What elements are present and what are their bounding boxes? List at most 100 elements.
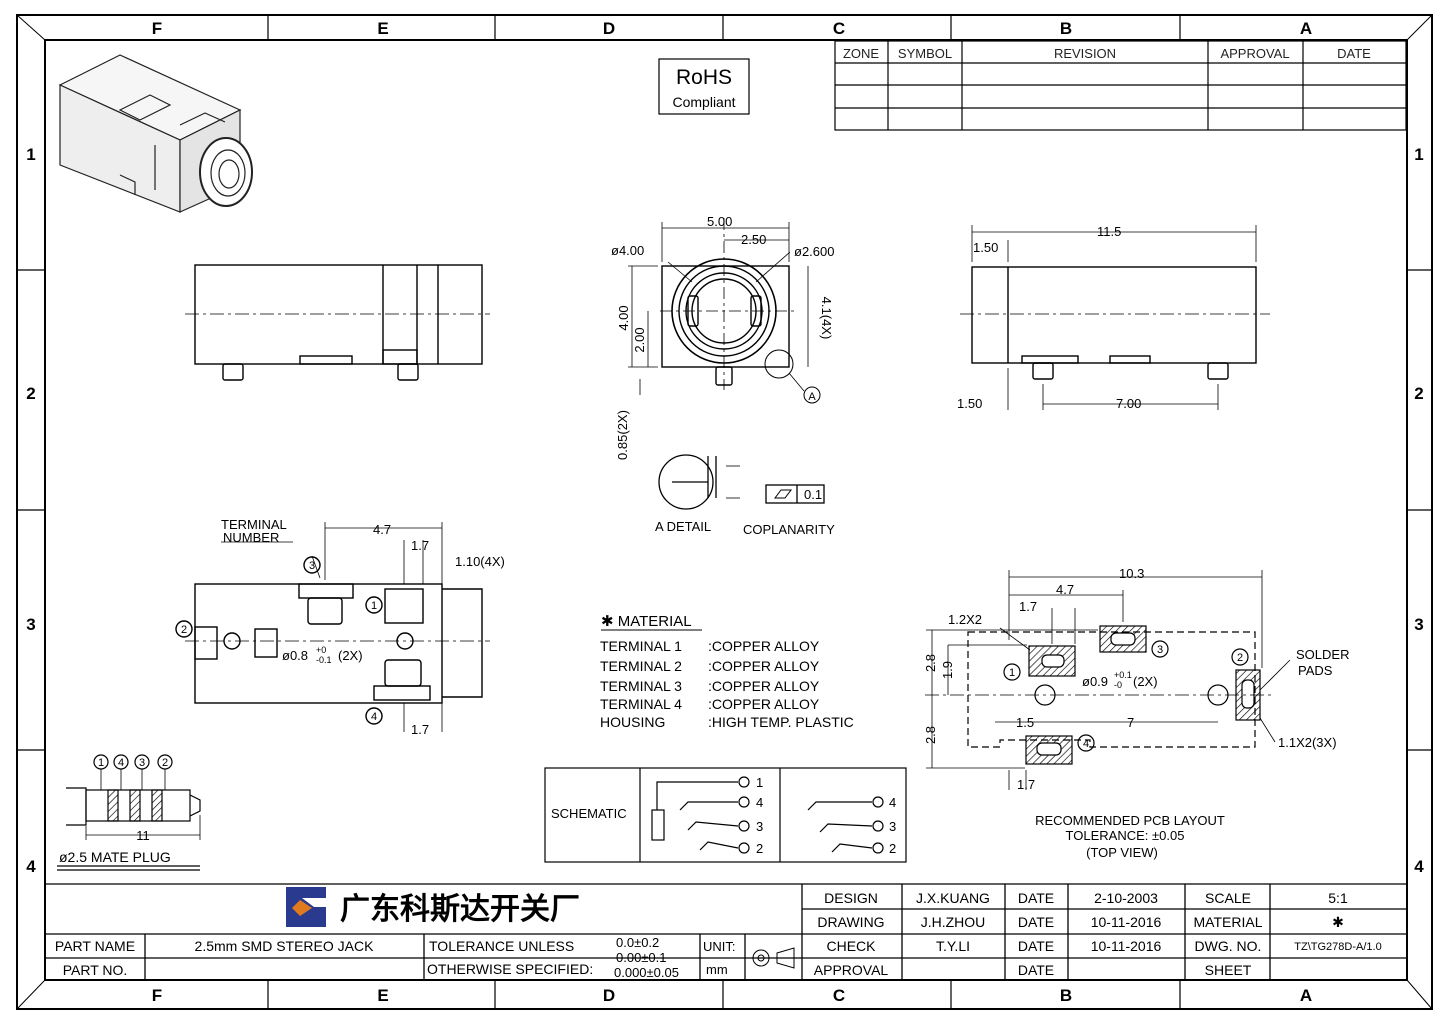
check-value: T.Y.LI [936, 938, 970, 954]
side-left-offset-2-dim: 1.50 [957, 396, 982, 411]
date-label-2: DATE [1018, 914, 1054, 930]
front-hole-dia-dim: ø4.00 [611, 243, 644, 258]
material-row-1-value: :COPPER ALLOY [708, 638, 820, 654]
rev-header-symbol: SYMBOL [898, 46, 952, 61]
pcb-hole-tol-up: +0.1 [1114, 670, 1132, 680]
check-date: 10-11-2016 [1091, 938, 1162, 954]
plug-number-1: 1 [98, 757, 104, 769]
material-row-5-value: :HIGH TEMP. PLASTIC [708, 714, 854, 730]
material-row-4-value: :COPPER ALLOY [708, 696, 820, 712]
material-title: ✱ MATERIAL [601, 613, 692, 630]
right-side-view: 11.5 1.50 1.50 7.00 [957, 224, 1270, 411]
pcb-v-dim-3: 2.8 [923, 726, 938, 744]
col-label-f: F [152, 19, 162, 38]
bottom-hole-dia: ø0.8 [282, 648, 308, 663]
projection-symbol-icon [749, 947, 795, 969]
bottom-dim-b: 1.7 [411, 538, 429, 553]
pcb-caption-3: (TOP VIEW) [1086, 845, 1158, 860]
rev-header-revision: REVISION [1054, 46, 1116, 61]
pcb-pad-size: 1.2X2 [948, 612, 982, 627]
row-label-2: 2 [26, 384, 35, 403]
pcb-layout: 10.3 4.7 1.7 1.2X2 2.8 1.9 2.8 1.5 7 1.7… [923, 566, 1349, 860]
isometric-jack-illustration [58, 54, 253, 213]
schematic-left-pin-3: 3 [756, 819, 763, 834]
dwg-no-label: DWG. NO. [1195, 938, 1262, 954]
part-name-label: PART NAME [55, 938, 135, 954]
design-value: J.X.KUANG [916, 890, 990, 906]
drawing-date: 10-11-2016 [1091, 914, 1162, 930]
bottom-hole-qty: (2X) [338, 648, 363, 663]
front-offset-dim: 2.50 [741, 232, 766, 247]
row-label-4: 4 [26, 857, 36, 876]
front-center-dim: 2.00 [632, 327, 647, 352]
side-left-offset-dim: 1.50 [973, 240, 998, 255]
company-logo [286, 887, 326, 927]
terminal-number-2: 2 [181, 624, 187, 636]
title-block: 广东科斯达开关厂 DESIGN J.X.KUANG DATE 2-10-2003… [45, 883, 1407, 980]
bottom-dim-c: 1.10(4X) [455, 554, 505, 569]
design-label: DESIGN [824, 890, 878, 906]
material-value: ✱ [1332, 914, 1344, 930]
pcb-terminal-2: 2 [1237, 652, 1243, 664]
schematic-right-pin-2: 2 [889, 841, 896, 856]
plug-number-3: 3 [139, 757, 145, 769]
front-view: 5.00 2.50 ø4.00 ø2.600 4.00 2.00 4.1(4X)… [611, 214, 834, 460]
terminal-number-3: 3 [309, 560, 315, 572]
schematic: SCHEMATIC 1 4 3 2 4 3 2 [544, 767, 907, 863]
drawing-value: J.H.ZHOU [921, 914, 986, 930]
part-no-label: PART NO. [63, 962, 128, 978]
col-label-d-bottom: D [603, 986, 615, 1005]
terminal-number-4: 4 [371, 711, 377, 723]
col-label-e: E [377, 19, 388, 38]
unit-label: UNIT: [703, 939, 736, 954]
company-name: 广东科斯达开关厂 [340, 892, 580, 926]
material-label: MATERIAL [1194, 914, 1263, 930]
rohs-subtitle: Compliant [672, 94, 735, 110]
rohs-stamp: RoHS Compliant [658, 58, 750, 115]
schematic-left-pin-2: 2 [756, 841, 763, 856]
bottom-view: TERMINAL NUMBER 4.7 1.7 1.10(4X) 1.7 ø0.… [175, 517, 505, 737]
tolerance-value-3: 0.000±0.05 [614, 965, 679, 980]
side-length-dim: 11.5 [1097, 224, 1121, 239]
detail-a-marker: A [808, 391, 816, 403]
pcb-terminal-3: 3 [1157, 644, 1163, 656]
sheet-frame [16, 14, 1433, 1010]
col-label-c: C [833, 19, 845, 38]
pcb-hole-tol-dn: -0 [1114, 680, 1122, 690]
tolerance-value-1: 0.0±0.2 [616, 935, 659, 950]
col-label-d: D [603, 19, 615, 38]
dwg-no-value: TZ\TG278D-A/1.0 [1294, 941, 1381, 953]
col-label-e-bottom: E [377, 986, 388, 1005]
scale-value: 5:1 [1328, 890, 1348, 906]
detail-a: A DETAIL COPLANARITY 0.1 [655, 454, 835, 537]
rev-header-approval: APPROVAL [1220, 46, 1289, 61]
detail-a-label: A DETAIL [655, 519, 711, 534]
design-date: 2-10-2003 [1094, 890, 1158, 906]
col-label-c-bottom: C [833, 986, 845, 1005]
material-row-4-name: TERMINAL 4 [600, 696, 682, 712]
schematic-left-pin-1: 1 [756, 775, 763, 790]
material-row-3-name: TERMINAL 3 [600, 678, 682, 694]
mate-plug-label: ø2.5 MATE PLUG [59, 849, 171, 865]
schematic-right-pin-3: 3 [889, 819, 896, 834]
schematic-left-pin-4: 4 [756, 795, 763, 810]
tolerance-line-1: TOLERANCE UNLESS [429, 938, 574, 954]
front-height-dim: 4.00 [616, 305, 631, 330]
pcb-terminal-4: 4 [1083, 738, 1089, 750]
pcb-terminal-1: 1 [1009, 667, 1015, 679]
coplanarity-tol: 0.1 [804, 487, 822, 502]
coplanarity-label: COPLANARITY [743, 522, 835, 537]
sheet-label: SHEET [1205, 962, 1252, 978]
pcb-pad2-size: 1.1X2(3X) [1278, 735, 1337, 750]
pcb-total-width: 10.3 [1119, 566, 1144, 581]
plug-length-dim: 11 [136, 828, 150, 843]
front-side-dim: 4.1(4X) [819, 297, 834, 340]
solder-pads-line1: SOLDER [1296, 647, 1349, 662]
terminal-number-1: 1 [371, 600, 377, 612]
tolerance-value-2: 0.00±0.1 [616, 950, 667, 965]
terminal-label-line1: TERMINAL [221, 517, 287, 532]
front-ring-dia-dim: ø2.600 [794, 244, 834, 259]
unit-value: mm [706, 962, 728, 977]
row-label-2-right: 2 [1414, 384, 1423, 403]
revision-table: ZONE SYMBOL REVISION APPROVAL DATE [834, 40, 1407, 131]
